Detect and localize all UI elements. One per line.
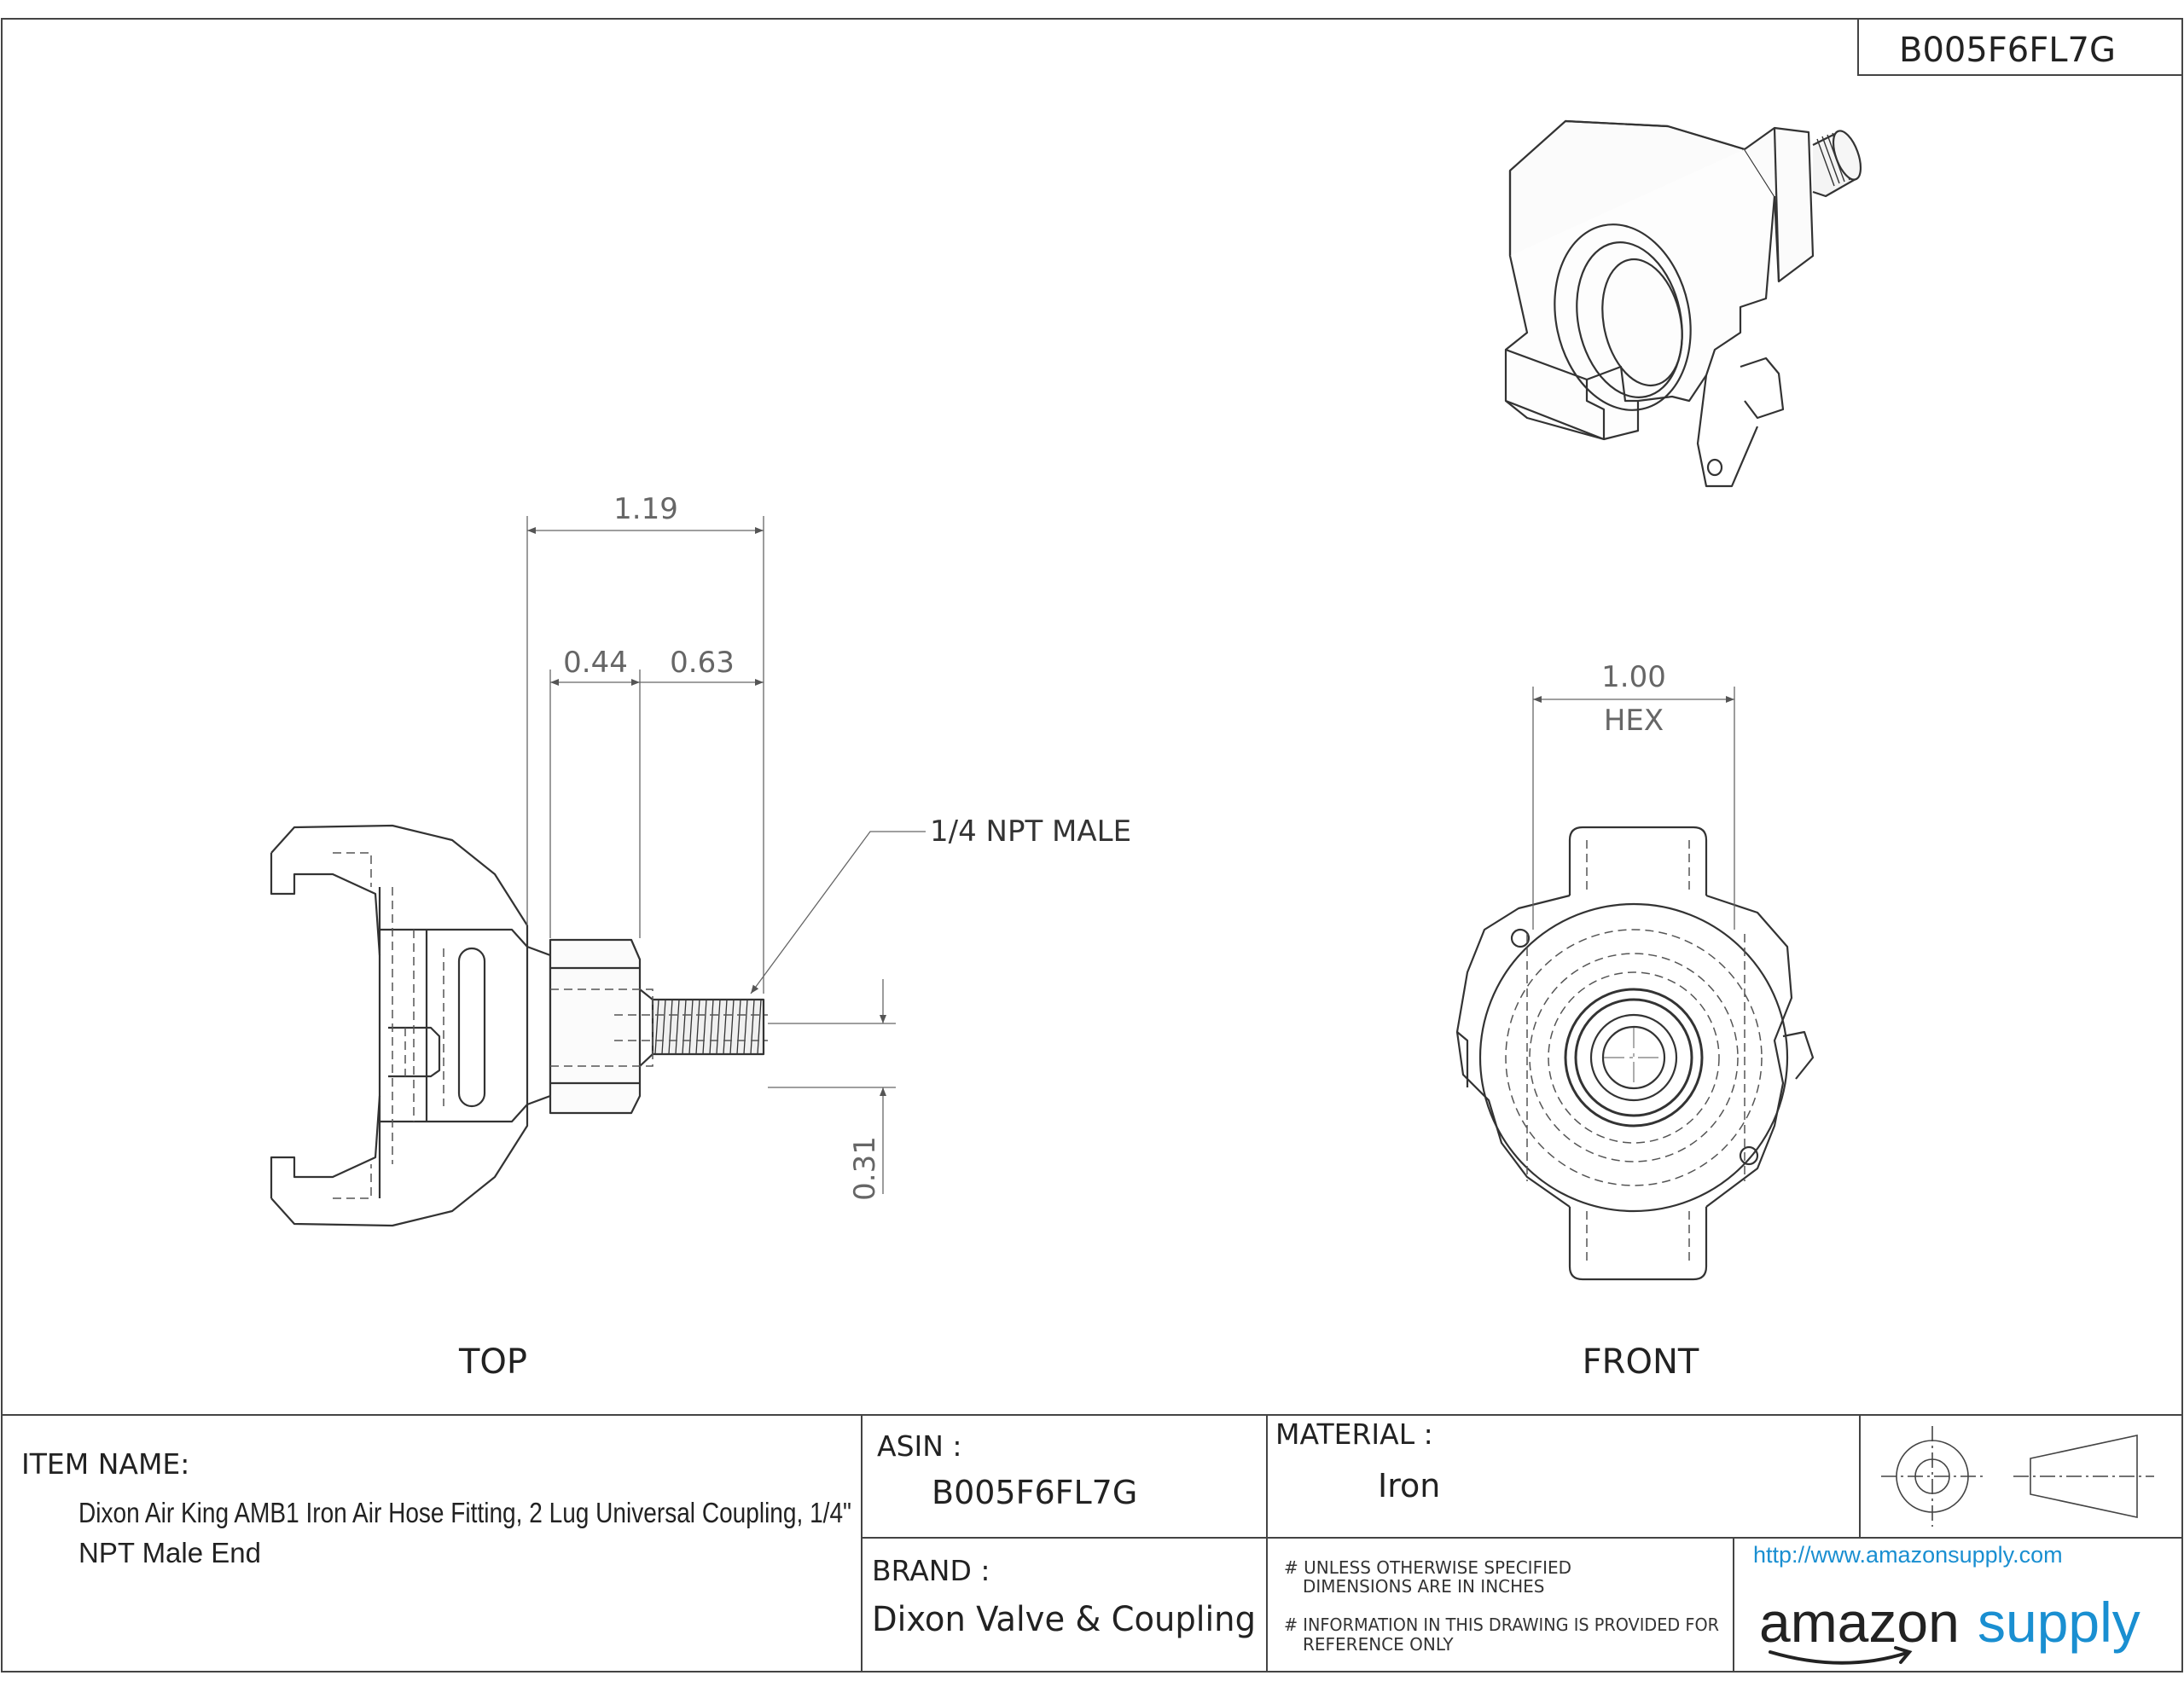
projection-symbol	[1881, 1426, 2154, 1527]
sheet-border	[1, 18, 2183, 1673]
amazonsupply-logo: amazon supply	[1759, 1591, 2140, 1665]
front-view	[1455, 826, 1815, 1281]
top-view-hidden-lines	[333, 852, 768, 1199]
dim-overall-length: 1.19	[613, 492, 678, 526]
top-view	[270, 824, 765, 1227]
front-view-hidden-lines	[1505, 840, 1763, 1262]
dim-hex-label: HEX	[1604, 704, 1664, 738]
note-units-line1: # UNLESS OTHERWISE SPECIFIED	[1284, 1557, 1571, 1578]
view-label-front: FRONT	[1583, 1342, 1699, 1382]
asin-label: ASIN :	[877, 1429, 962, 1463]
note-units-line2: DIMENSIONS ARE IN INCHES	[1303, 1576, 1545, 1597]
brand-label: BRAND :	[872, 1554, 990, 1587]
dim-thread-diameter: 0.31	[848, 1136, 882, 1201]
asin-value: B005F6FL7G	[932, 1474, 1137, 1511]
dim-hex-size: 1.00	[1601, 660, 1666, 694]
view-label-top: TOP	[458, 1342, 527, 1382]
logo-word-amazon: amazon	[1759, 1591, 1960, 1654]
top-view-dimensions	[526, 516, 926, 1194]
isometric-view	[1504, 119, 1862, 488]
part-number-box: B005F6FL7G	[1857, 18, 2183, 76]
part-number-text: B005F6FL7G	[1899, 31, 2116, 70]
dim-thread-length: 0.63	[670, 646, 735, 680]
logo-word-supply: supply	[1978, 1591, 2140, 1654]
logo-smile-icon	[1769, 1650, 1908, 1665]
title-block	[2, 1414, 2182, 1672]
amazonsupply-url[interactable]: http://www.amazonsupply.com	[1753, 1542, 2063, 1568]
material-value: Iron	[1378, 1467, 1440, 1504]
thread-callout: 1/4 NPT MALE	[930, 815, 1131, 849]
item-name-line1: Dixon Air King AMB1 Iron Air Hose Fittin…	[78, 1497, 851, 1528]
material-label: MATERIAL :	[1275, 1417, 1433, 1451]
brand-value: Dixon Valve & Coupling	[872, 1600, 1256, 1639]
dim-body-length: 0.44	[563, 646, 628, 680]
front-view-centerlines	[1604, 1028, 1664, 1087]
note-reference-line2: REFERENCE ONLY	[1303, 1634, 1454, 1655]
item-name-label: ITEM NAME:	[21, 1447, 189, 1481]
item-name-line2: NPT Male End	[78, 1537, 261, 1568]
front-view-dimensions	[1532, 687, 1735, 930]
note-reference-line1: # INFORMATION IN THIS DRAWING IS PROVIDE…	[1284, 1615, 1719, 1635]
